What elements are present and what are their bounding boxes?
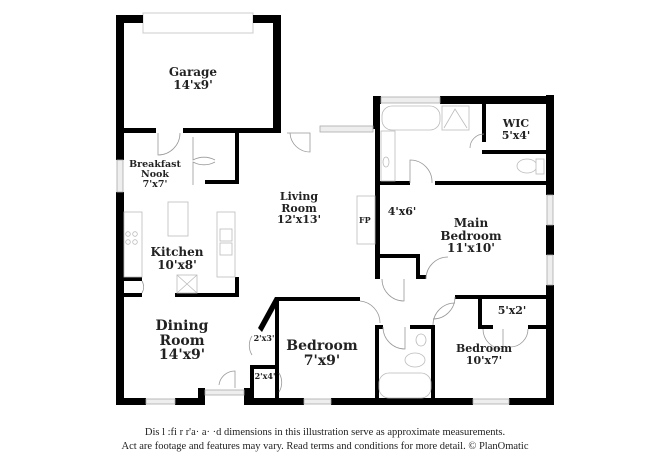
fixtures — [123, 105, 545, 399]
room-dims: 5'x2' — [497, 304, 527, 317]
room-name-line: Breakfast — [129, 159, 181, 170]
garage-door — [142, 12, 254, 34]
room-dims: 5'x4' — [501, 128, 531, 142]
disclaimer-line-2: Act are footage and features may vary. R… — [121, 441, 529, 452]
room-name-line: Dining — [155, 318, 209, 334]
windows — [116, 96, 554, 405]
room-name: Kitchen — [150, 245, 204, 259]
room-dims: 4'x6' — [387, 205, 417, 218]
room-label-bedroom-3: Bedroom 10'x7' — [456, 343, 512, 366]
room-name-line: Living — [279, 190, 319, 203]
room-dims: 7'x7' — [142, 178, 168, 190]
doors — [141, 132, 529, 393]
fireplace-label: FP — [359, 215, 371, 225]
room-label-garage: Garage 14'x9' — [169, 66, 217, 91]
room-dims: 2'x4' — [254, 371, 276, 381]
room-label-wic: WIC 5'x4' — [502, 118, 531, 141]
room-label-living-room: Living Room 12'x13' — [277, 191, 321, 226]
room-dims: 7'x9' — [303, 352, 341, 369]
room-label-closet-2x4: 2'x4' — [254, 371, 276, 381]
room-dims: 14'x9' — [173, 77, 213, 92]
room-label-kitchen: Kitchen 10'x8' — [151, 246, 204, 271]
room-dims: 2'x3' — [253, 333, 275, 343]
room-name-line: Bedroom — [440, 228, 502, 243]
room-label-dining-room: Dining Room 14'x9' — [156, 319, 209, 363]
room-dims: 14'x9' — [158, 347, 206, 364]
disclaimer: Dis l :fi r r'a· a· ·d dimensions in thi… — [0, 426, 650, 454]
room-dims: 12'x13' — [277, 213, 321, 227]
room-label-closet-5x2: 5'x2' — [498, 305, 527, 317]
room-label-closet-2x3: 2'x3' — [253, 333, 275, 343]
room-name: WIC — [502, 117, 530, 130]
room-name-line: Nook — [141, 168, 169, 180]
room-label-closet-4x6: 4'x6' — [388, 206, 417, 218]
room-label-main-bedroom: Main Bedroom 11'x10' — [440, 217, 501, 255]
room-name: Bedroom — [455, 342, 513, 355]
disclaimer-line-1: Dis l :fi r r'a· a· ·d dimensions in thi… — [144, 427, 506, 438]
walls — [116, 15, 554, 405]
room-label-bedroom-2: Bedroom 7'x9' — [286, 339, 357, 368]
room-name-line: Room — [281, 201, 317, 215]
room-name-line: Main — [453, 216, 489, 230]
room-dims: 10'x7' — [465, 353, 503, 367]
room-dims: 11'x10' — [447, 241, 495, 256]
room-dims: 10'x8' — [157, 257, 197, 272]
room-label-breakfast-nook: Breakfast Nook 7'x7' — [129, 160, 181, 190]
room-name: Bedroom — [286, 338, 358, 354]
room-name: Garage — [168, 65, 218, 79]
room-name-line: Room — [159, 332, 205, 349]
